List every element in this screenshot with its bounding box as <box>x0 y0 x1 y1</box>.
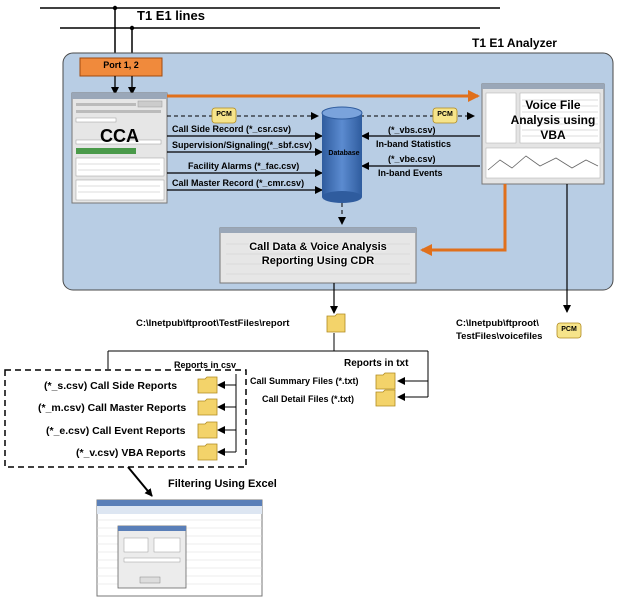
reporting-window <box>219 227 417 284</box>
txt-folder-icon-2 <box>375 389 396 407</box>
pcm-badge-1: PCM <box>216 111 232 118</box>
port-box <box>79 57 163 77</box>
cca-label: CCA <box>100 126 139 146</box>
vba-to-report-orange-arrow <box>420 184 507 256</box>
vbs-file-label: (*_vbs.csv) <box>388 125 436 135</box>
database-cylinder <box>321 106 363 203</box>
analyzer-title: T1 E1 Analyzer <box>472 36 557 50</box>
port-label: Port 1, 2 <box>103 60 139 70</box>
flow-label-sbf: Supervision/Signaling(*_sbf.csv) <box>172 140 313 150</box>
txt-report-2: Call Detail Files (*.txt) <box>262 394 355 404</box>
database-label: Database <box>328 150 360 157</box>
flow-label-fac: Facility Alarms (*_fac.csv) <box>188 161 300 171</box>
csv-report-3: (*_e.csv) Call Event Reports <box>46 425 186 437</box>
flow-label-csr: Call Side Record (*_csr.csv) <box>172 124 292 134</box>
csv-folder-icon-3 <box>197 421 218 439</box>
vbe-desc-label: In-band Events <box>378 168 443 178</box>
vba-window <box>481 83 605 185</box>
txt-report-1: Call Summary Files (*.txt) <box>250 376 359 386</box>
csv-folder-icon-2 <box>197 398 218 416</box>
reporting-label: Call Data & Voice Analysis Reporting Usi… <box>249 241 387 267</box>
reports-csv-heading: Reports in csv <box>174 360 237 370</box>
excel-label: Filtering Using Excel <box>168 478 277 490</box>
voice-path-line1: C:\Inetpub\ftproot\ <box>456 318 539 329</box>
t1-e1-lines <box>40 5 500 60</box>
csv-folder-icon-1 <box>197 376 218 394</box>
flow-label-cmr: Call Master Record (*_cmr.csv) <box>172 178 305 188</box>
csv-report-2: (*_m.csv) Call Master Reports <box>38 402 187 414</box>
pcm-badge-2: PCM <box>437 111 453 118</box>
report-folder-icon <box>326 313 346 333</box>
csv-report-1: (*_s.csv) Call Side Reports <box>44 380 178 392</box>
txt-folder-icon-1 <box>375 372 396 390</box>
reports-txt-heading: Reports in txt <box>344 358 409 369</box>
voice-file-label: Voice File Analysis using VBA <box>510 98 596 142</box>
cca-window <box>71 92 168 204</box>
report-path: C:\Inetpub\ftproot\TestFiles\report <box>136 318 290 329</box>
pcm-badge-3: PCM <box>561 326 577 333</box>
t1-e1-lines-label: T1 E1 lines <box>137 8 205 23</box>
vbs-desc-label: In-band Statistics <box>376 139 452 149</box>
vbe-file-label: (*_vbe.csv) <box>388 154 436 164</box>
excel-window <box>96 499 263 597</box>
csv-report-4: (*_v.csv) VBA Reports <box>76 447 186 459</box>
csv-reports-box <box>4 369 247 468</box>
csv-folder-icon-4 <box>197 443 218 461</box>
voice-path-line2: TestFiles\voicefiles <box>456 331 543 342</box>
